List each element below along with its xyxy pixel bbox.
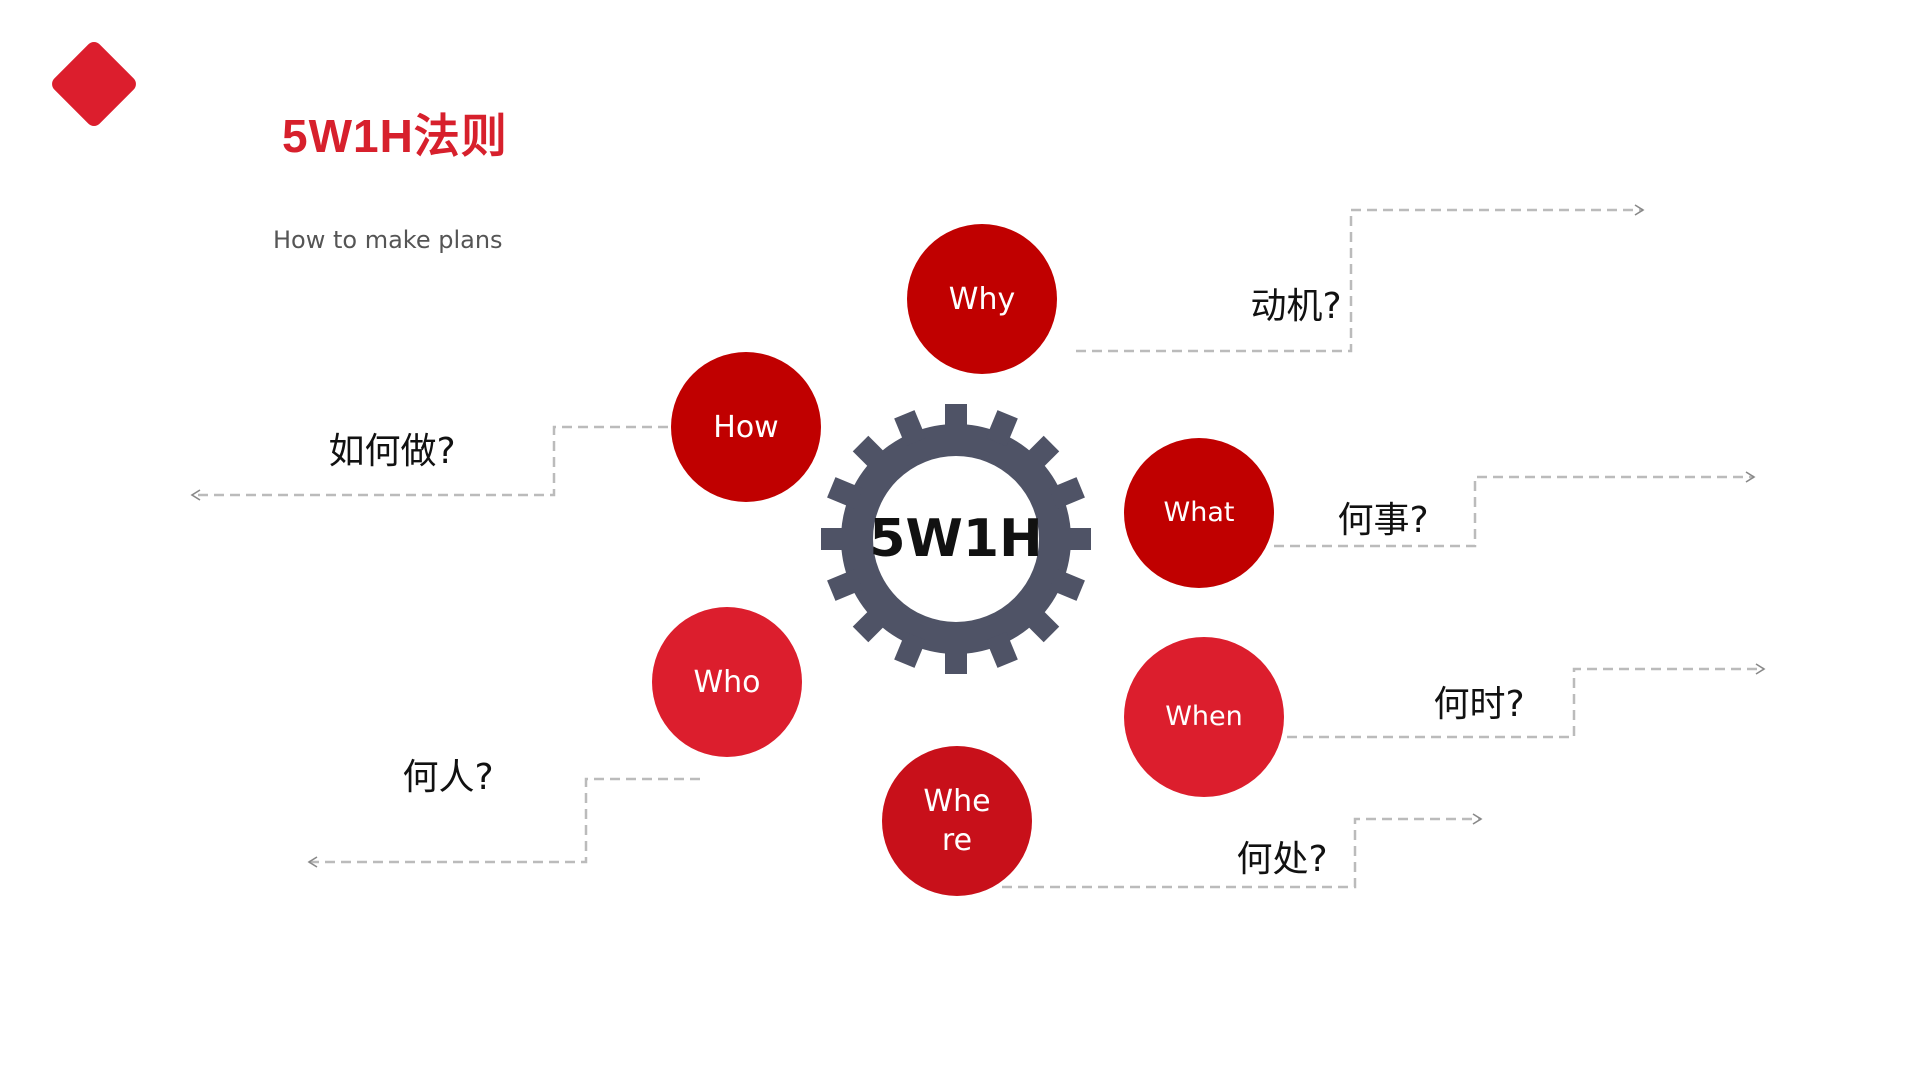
why-circle: Why xyxy=(907,224,1057,374)
gear-tooth xyxy=(852,605,890,643)
who-question: 何人? xyxy=(402,757,494,798)
where-label: Whe re xyxy=(923,784,991,858)
gear-tooth xyxy=(1048,477,1085,509)
where-circle: Whe re xyxy=(882,746,1032,896)
why-question: 动机? xyxy=(1250,286,1342,327)
what-question: 何事? xyxy=(1337,500,1429,541)
page-subtitle: How to make plans xyxy=(273,226,503,254)
how-question: 如何做? xyxy=(328,431,456,472)
what-circle: What xyxy=(1124,438,1274,588)
when-circle: When xyxy=(1124,637,1284,797)
who-circle: Who xyxy=(652,607,802,757)
gear-tooth xyxy=(821,528,851,550)
gear-tooth xyxy=(945,644,967,674)
gear-tooth xyxy=(986,410,1018,447)
what-label: What xyxy=(1163,497,1235,529)
gear-tooth xyxy=(1022,605,1060,643)
gear-tooth xyxy=(894,410,926,447)
gear-tooth xyxy=(894,631,926,668)
who-connector xyxy=(307,777,700,868)
page-title: 5W1H法则 xyxy=(282,110,508,162)
gear-tooth xyxy=(945,404,967,434)
how-circle: How xyxy=(671,352,821,502)
where-connector xyxy=(1002,813,1483,889)
gear-center-label: 5W1H xyxy=(869,509,1043,569)
why-connector xyxy=(1076,204,1645,353)
what-connector xyxy=(1274,471,1756,548)
how-connector xyxy=(190,425,668,501)
gear-tooth xyxy=(827,477,864,509)
when-connector xyxy=(1287,663,1766,739)
gear-tooth xyxy=(827,569,864,601)
where-question: 何处? xyxy=(1236,839,1328,880)
gear-icon xyxy=(821,404,1091,674)
when-label: When xyxy=(1165,701,1243,733)
gear-tooth xyxy=(1061,528,1091,550)
gear-tooth xyxy=(1048,569,1085,601)
gear-tooth xyxy=(852,435,890,473)
who-label: Who xyxy=(693,664,761,700)
gear-tooth xyxy=(986,631,1018,668)
gear-ring xyxy=(841,424,1071,654)
why-label: Why xyxy=(948,281,1016,317)
how-label: How xyxy=(713,409,779,445)
when-question: 何时? xyxy=(1433,684,1525,725)
gear-tooth xyxy=(1022,435,1060,473)
